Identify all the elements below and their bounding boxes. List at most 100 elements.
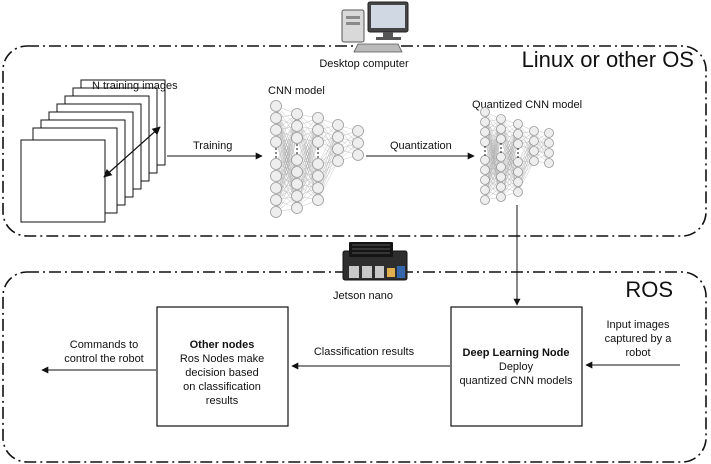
ellipsis-dot [500,147,502,149]
network-edge [500,161,519,198]
neuron [291,154,303,166]
network-edge [317,124,339,165]
jetson-nano-label: Jetson nano [333,290,393,302]
cnn-model-network [270,100,364,218]
neuron [270,136,282,148]
quantized-cnn-network [480,107,554,205]
neuron [291,132,303,144]
ellipsis-dot [275,148,277,150]
quantization-label: Quantization [390,140,452,152]
neuron [480,107,490,117]
cnn-model-label: CNN model [268,85,325,97]
neuron [352,125,364,137]
neuron [291,202,303,214]
neuron [496,172,506,182]
neuron [513,187,523,197]
ellipsis-dot [484,150,486,152]
neuron [480,117,490,127]
ellipsis-dot [517,156,519,158]
network-edge [296,175,319,209]
ellipsis-dot [317,152,319,154]
network-edge [317,160,339,201]
neuron [496,114,506,124]
neuron [332,131,344,143]
ellipsis-dot [484,146,486,148]
ellipsis-dot [500,151,502,153]
neuron [291,190,303,202]
neuron [480,155,490,165]
neuron [513,139,523,149]
neuron [312,112,324,124]
ros-region [2,271,707,463]
training-label: Training [193,140,232,152]
neuron [270,206,282,218]
neuron [270,182,282,194]
neuron [529,126,539,136]
neuron [332,119,344,131]
neuron [496,134,506,144]
neuron [480,127,490,137]
neuron [312,194,324,206]
ellipsis-dot [500,143,502,145]
neuron [513,129,523,139]
neuron [529,146,539,156]
neuron [513,177,523,187]
neuron [312,182,324,194]
neuron [544,148,554,158]
other-nodes-line-1: Ros Nodes make [180,353,264,365]
other-nodes-box [156,306,289,427]
neuron [513,167,523,177]
neuron [270,194,282,206]
ellipsis-dot [484,154,486,156]
neuron [270,124,282,136]
ellipsis-dot [317,156,319,158]
other-nodes-title: Other nodes [190,339,255,351]
jetson-nano-board-icon [342,242,408,281]
desktop-computer-label: Desktop computer [319,58,409,70]
neuron [270,100,282,112]
desktop-computer-icon [341,1,409,53]
neuron [270,158,282,170]
ellipsis-dot [275,156,277,158]
neuron [291,166,303,178]
neuron [312,136,324,148]
linux-os-label: Linux or other OS [522,47,694,72]
input-label-line-1: Input images [607,319,670,331]
neuron [496,192,506,202]
network-edge [296,117,319,161]
network-edge [500,171,519,198]
network-edge [296,163,319,197]
other-nodes-line-3: on classification [183,381,261,393]
neuron [529,156,539,166]
network-edge [337,130,359,162]
neuron [291,108,303,120]
neuron [513,157,523,167]
linux-os-region [2,45,707,237]
training-images-label: N training images [92,80,178,92]
ellipsis-dot [517,152,519,154]
neuron [291,120,303,132]
ellipsis-dot [296,144,298,146]
neuron [332,143,344,155]
ellipsis-dot [296,148,298,150]
neuron [544,138,554,148]
ellipsis-dot [517,148,519,150]
network-edge [275,159,298,201]
network-edge [275,171,298,213]
quantized-cnn-label: Quantized CNN model [472,99,582,111]
network-edge [484,156,502,191]
neuron [291,178,303,190]
neuron [270,170,282,182]
neuron [480,165,490,175]
neuron [332,155,344,167]
stack-depth-arrow [103,126,161,178]
ellipsis-dot [275,152,277,154]
neuron [496,162,506,172]
commands-label-line-2: control the robot [64,353,144,365]
neuron [513,119,523,129]
input-label-line-2: captured by a [605,333,673,345]
neuron [270,112,282,124]
neuron [496,182,506,192]
neuron [352,137,364,149]
network-edge [484,166,502,201]
